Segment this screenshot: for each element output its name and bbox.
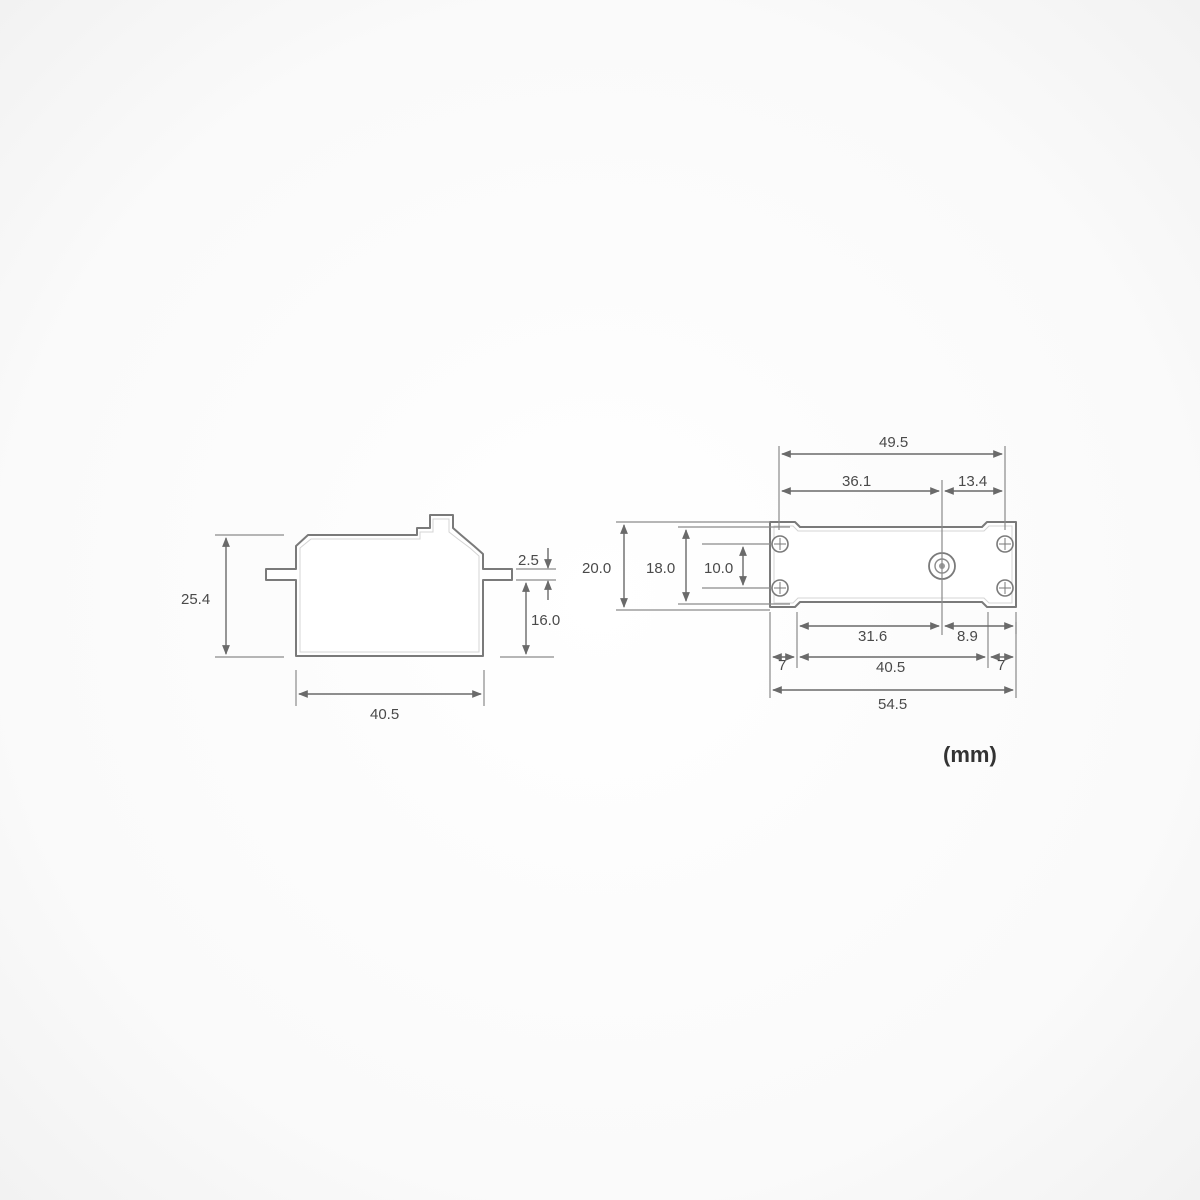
- dim-tab-right: 7: [997, 657, 1005, 674]
- side-view: 25.4 2.5 16.0 40.5: [181, 514, 560, 723]
- dim-body-width: 18.0: [646, 560, 675, 577]
- unit-label: (mm): [943, 742, 997, 767]
- dim-shaft-offset: 8.9: [957, 628, 978, 645]
- mounting-hole-left-bottom: [771, 579, 789, 597]
- dim-hole-spacing: 10.0: [704, 560, 733, 577]
- dim-tab-thickness: 2.5: [518, 552, 539, 569]
- dim-tab-left: 7: [778, 657, 786, 674]
- mounting-hole-left-top: [771, 535, 789, 553]
- mounting-hole-right-top: [996, 535, 1014, 553]
- dim-total-width: 20.0: [582, 560, 611, 577]
- dim-body-to-shaft: 31.6: [858, 628, 887, 645]
- top-view-outline-inner: [773, 525, 1013, 604]
- dim-overall-hole-span: 49.5: [879, 434, 908, 451]
- side-view-outline-inner: [299, 518, 480, 653]
- dim-total-length: 54.5: [878, 696, 907, 713]
- top-view-outline: [769, 521, 1017, 608]
- top-view: 49.5 36.1 13.4 20.0 18.0 10.0 31.6 8.9: [582, 434, 1017, 713]
- dim-top-body-length: 40.5: [876, 659, 905, 676]
- dim-body-below-tab: 16.0: [531, 612, 560, 629]
- dim-side-body-length: 40.5: [370, 706, 399, 723]
- side-view-outline: [265, 514, 513, 657]
- dim-shaft-to-end: 13.4: [958, 473, 987, 490]
- mounting-hole-right-bottom: [996, 579, 1014, 597]
- dim-to-output-shaft: 36.1: [842, 473, 871, 490]
- dim-height-total: 25.4: [181, 591, 210, 608]
